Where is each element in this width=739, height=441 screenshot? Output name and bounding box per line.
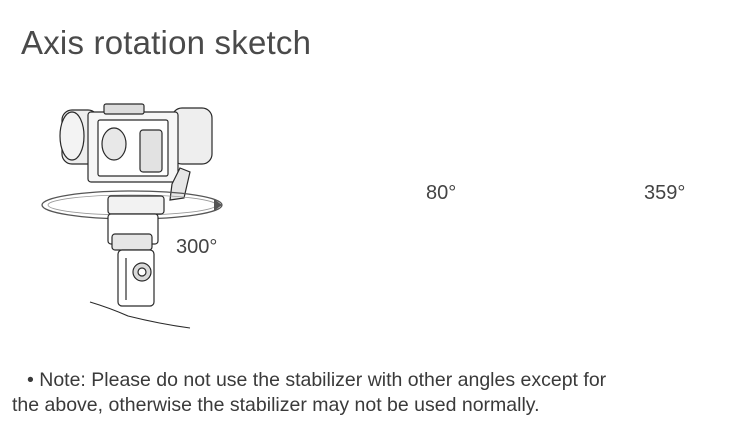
roll-angle-label: 359° xyxy=(644,182,686,204)
note-line-2: the above, otherwise the stabilizer may … xyxy=(12,394,540,416)
pan-angle-label: 300° xyxy=(176,236,218,258)
note-line-1: • Note: Please do not use the stabilizer… xyxy=(27,369,607,391)
tilt-angle-label: 80° xyxy=(426,182,457,204)
page-title: Axis rotation sketch xyxy=(21,24,312,61)
axis-rotation-figure xyxy=(41,103,223,329)
pan-axis-rotation-illustration xyxy=(41,103,223,329)
usage-note: • Note: Please do not use the stabilizer… xyxy=(12,368,732,418)
